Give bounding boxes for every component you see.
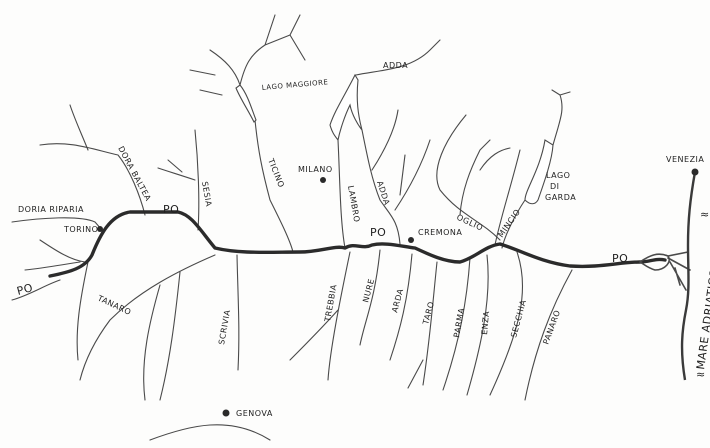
label-venezia: VENEZIA bbox=[666, 155, 704, 164]
genova-dot bbox=[222, 409, 230, 417]
parma-river bbox=[442, 257, 471, 391]
labels: PO PO PO PO DORIA RIPARIA DORA BALTEA SE… bbox=[15, 61, 710, 418]
adda-river bbox=[361, 129, 401, 245]
nure-river bbox=[359, 249, 381, 346]
label-scrivia: SCRIVIA bbox=[217, 309, 232, 345]
genova-coast bbox=[149, 424, 271, 441]
label-torino: TORINO bbox=[63, 225, 98, 234]
ticino-river bbox=[254, 119, 294, 253]
dora-baltea-river bbox=[39, 143, 146, 216]
panaro-river bbox=[524, 269, 573, 401]
wave-icon: ≈ bbox=[700, 208, 710, 221]
sesia-river bbox=[194, 129, 200, 231]
arda-river bbox=[389, 253, 413, 361]
label-taro: TARO bbox=[421, 300, 436, 326]
ticino-upper bbox=[189, 14, 306, 96]
label-enza: ENZA bbox=[480, 310, 491, 335]
label-milano: MILANO bbox=[298, 165, 333, 174]
torino-dot bbox=[97, 226, 103, 232]
scrivia-river bbox=[236, 254, 240, 371]
dora-baltea-branch bbox=[69, 104, 89, 151]
tanaro-branch bbox=[11, 239, 181, 401]
milano-dot bbox=[320, 177, 326, 183]
label-dora-baltea: DORA BALTEA bbox=[116, 145, 153, 203]
enza-river bbox=[466, 254, 489, 396]
tributaries bbox=[11, 14, 573, 441]
label-genova: GENOVA bbox=[236, 409, 273, 418]
lago-di-garda bbox=[524, 139, 554, 205]
po-river bbox=[48, 210, 667, 278]
garda-inflow bbox=[551, 89, 571, 146]
po-delta bbox=[639, 251, 691, 291]
label-parma: PARMA bbox=[452, 307, 466, 338]
sesia-branch bbox=[157, 159, 196, 181]
label-mare-adriatico: MARE ADRIATICO bbox=[694, 268, 710, 371]
adda-branch bbox=[371, 109, 431, 211]
lambro-river bbox=[337, 139, 346, 249]
wave-icon-2: ≈ bbox=[696, 368, 706, 381]
oglio-river bbox=[436, 114, 501, 241]
label-cremona: CREMONA bbox=[418, 228, 462, 237]
adda-upper-river bbox=[355, 39, 441, 76]
oglio-branch bbox=[459, 139, 511, 216]
label-garda-1: LAGO bbox=[546, 171, 570, 180]
label-garda-3: GARDA bbox=[545, 193, 576, 202]
label-po-center: PO bbox=[370, 226, 386, 239]
label-panaro: PANARO bbox=[541, 309, 562, 346]
label-arda: ARDA bbox=[390, 287, 405, 313]
adriatic-coastline bbox=[680, 171, 697, 381]
label-lago-maggiore: LAGO MAGGIORE bbox=[261, 78, 328, 92]
taro-river bbox=[407, 261, 438, 389]
label-secchia: SECCHIA bbox=[509, 299, 528, 339]
trebbia-river bbox=[289, 251, 351, 381]
label-po-west: PO bbox=[15, 281, 34, 298]
cremona-dot bbox=[408, 237, 414, 243]
dora-riparia-river bbox=[11, 217, 103, 231]
label-garda-2: DI bbox=[550, 182, 560, 191]
venezia-dot bbox=[691, 168, 699, 176]
lago-maggiore bbox=[235, 84, 257, 123]
label-lambro: LAMBRO bbox=[346, 185, 361, 223]
secchia-river bbox=[489, 251, 524, 396]
city-markers bbox=[97, 168, 699, 417]
label-trebbia: TREBBIA bbox=[323, 284, 339, 324]
label-lago-maggiore-text: LAGO MAGGIORE bbox=[261, 78, 328, 92]
label-adda-north: ADDA bbox=[383, 61, 408, 70]
tanaro-river bbox=[79, 254, 216, 381]
label-ticino: TICINO bbox=[266, 156, 286, 189]
label-po-main: PO bbox=[163, 203, 179, 216]
mincio-river bbox=[494, 149, 521, 246]
lago-como bbox=[329, 73, 363, 142]
label-dora-riparia: DORIA RIPARIA bbox=[18, 205, 84, 214]
label-sesia: SESIA bbox=[200, 181, 213, 208]
label-po-east: PO bbox=[612, 252, 628, 265]
